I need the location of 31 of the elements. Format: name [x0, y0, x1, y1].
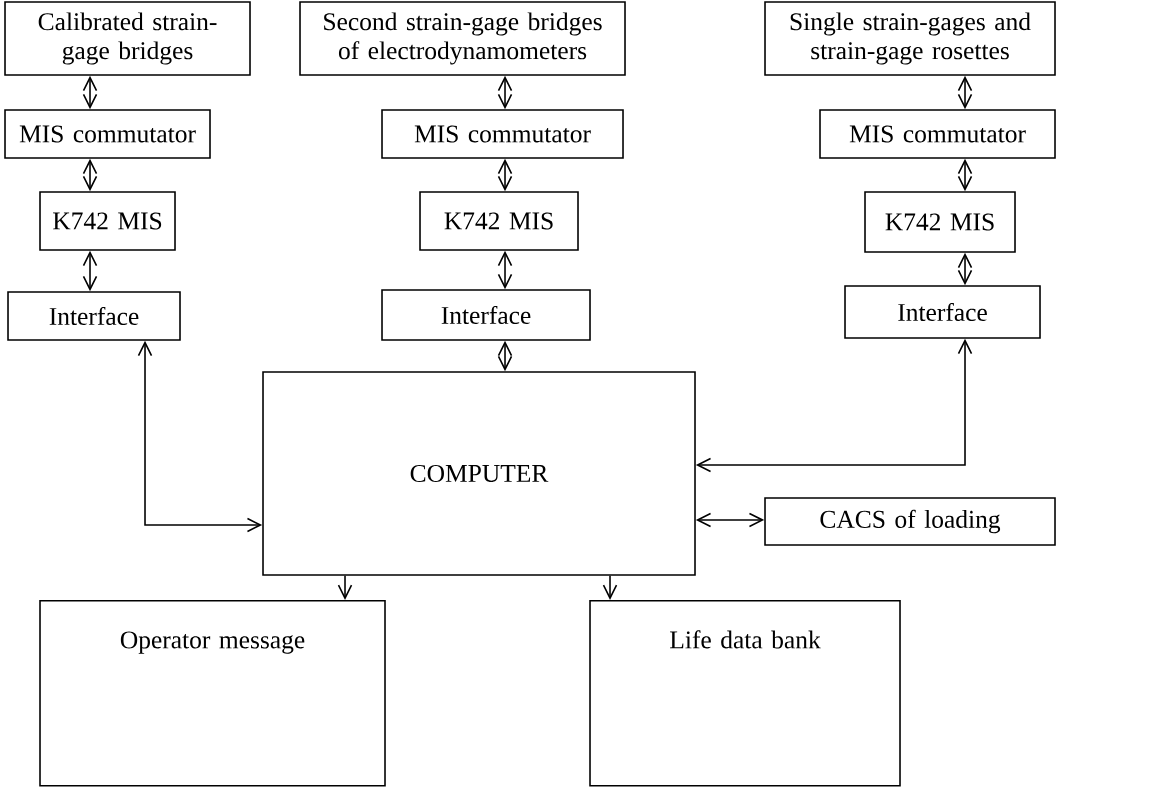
arrow: [957, 75, 973, 110]
commutator-box: MIS commutator: [381, 109, 624, 159]
arrow: [602, 575, 618, 600]
output-box: Operator message: [39, 600, 386, 787]
arrow: [497, 250, 513, 290]
arrow: [957, 252, 973, 286]
arrow: [137, 340, 263, 533]
computer-box: COMPUTER: [262, 371, 696, 576]
sensor-box: Single strain-gages and strain-gage rosettes: [764, 1, 1056, 76]
arrow: [497, 158, 513, 192]
arrow: [497, 340, 513, 372]
interface-box: Interface: [7, 291, 181, 341]
arrow: [695, 338, 973, 473]
arrow: [337, 575, 353, 600]
module-box: K742 MIS: [864, 191, 1016, 253]
sensor-box: Second strain-gage bridges of electrodynamometers: [299, 1, 626, 76]
arrow: [82, 250, 98, 292]
interface-box: Interface: [844, 285, 1041, 339]
arrow: [82, 158, 98, 192]
arrow: [497, 75, 513, 110]
commutator-box: MIS commutator: [4, 109, 211, 159]
commutator-box: MIS commutator: [819, 109, 1056, 159]
module-box: K742 MIS: [419, 191, 579, 251]
arrow: [695, 512, 765, 528]
arrow: [82, 75, 98, 110]
module-box: K742 MIS: [39, 191, 176, 251]
output-box: Life data bank: [589, 600, 901, 787]
sensor-box: Calibrated strain-gage bridges: [4, 1, 251, 76]
interface-box: Interface: [381, 289, 591, 341]
arrow: [957, 158, 973, 192]
output-box: CACS of loading: [764, 497, 1056, 546]
